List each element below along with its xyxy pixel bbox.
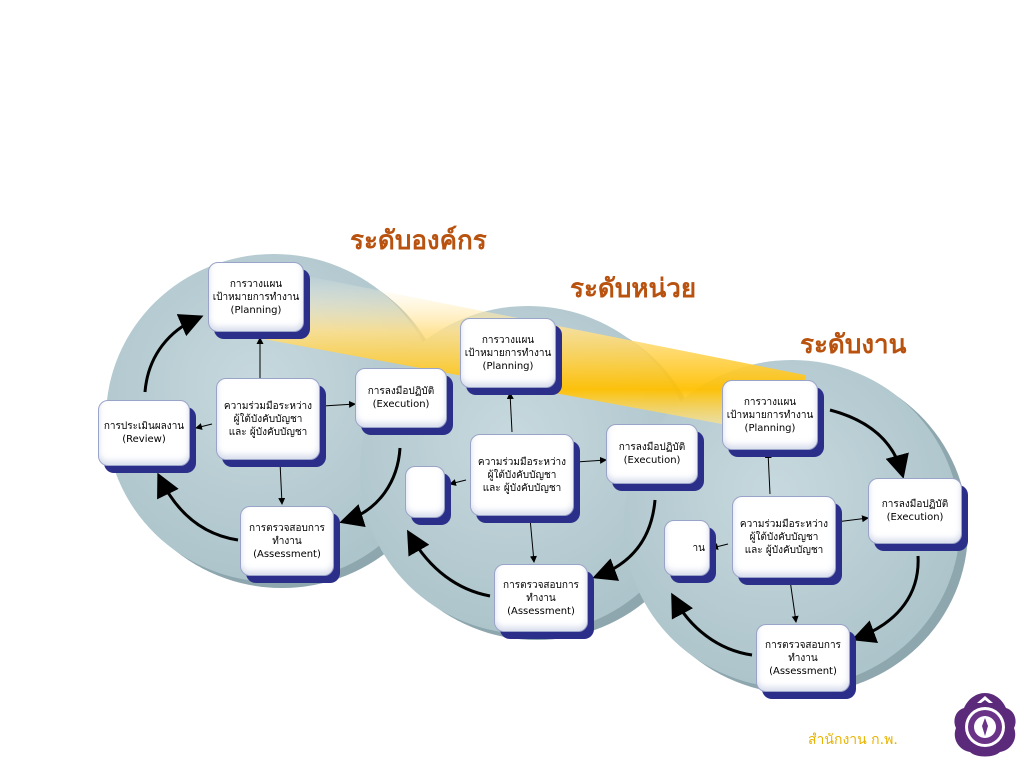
planning-box-level-3: การวางแผน เป้าหมายการทำงาน (Planning) (722, 380, 824, 457)
execution-text-line: (Execution) (886, 512, 944, 523)
planning-text-line: การวางแผน (229, 278, 283, 290)
assessment-text-line: (Assessment) (769, 665, 837, 677)
center-text-line: และ ผู้บังคับบัญชา (228, 426, 308, 438)
planning-text-line: (Planning) (230, 304, 282, 316)
level-title-unit: ระดับหน่วย (570, 274, 697, 304)
center-text-line: ผู้ใต้บังคับบัญชา (487, 469, 557, 481)
planning-box-level-1: การวางแผน เป้าหมายการทำงาน (Planning) (208, 262, 310, 339)
cycle-arrows-level-3 (671, 408, 920, 657)
center-text-line: และ ผู้บังคับบัญชา (744, 544, 824, 556)
center-box-level-2: ความร่วมมือระหว่าง ผู้ใต้บังคับบัญชา และ… (470, 434, 580, 523)
review-partial-text: าน (692, 542, 705, 554)
assessment-text-line: ทำงาน (272, 535, 302, 547)
planning-text-line: การวางแผน (743, 396, 797, 408)
center-text-line: ความร่วมมือระหว่าง (739, 518, 829, 530)
planning-text-line: (Planning) (482, 360, 534, 372)
ocsc-seal-icon (954, 693, 1016, 757)
planning-text-line: การวางแผน (481, 334, 535, 346)
planning-box-level-2: การวางแผน เป้าหมายการทำงาน (Planning) (460, 318, 562, 395)
center-text-line: และ ผู้บังคับบัญชา (482, 482, 562, 494)
cycle-arrows-level-1 (143, 314, 402, 542)
center-box-level-1: ความร่วมมือระหว่าง ผู้ใต้บังคับบัญชา และ… (216, 378, 326, 467)
execution-text-line: (Execution) (372, 399, 430, 410)
assessment-box-level-2: การตรวจสอบการ ทำงาน (Assessment) (494, 564, 594, 639)
review-box-level-3-partial: าน (664, 520, 716, 583)
assessment-text-line: (Assessment) (253, 548, 321, 560)
cycle-arrows-level-2 (407, 499, 657, 598)
center-text-line: ความร่วมมือระหว่าง (223, 400, 313, 412)
assessment-text-line: การตรวจสอบการ (765, 639, 841, 651)
execution-text-line: การลงมือปฏิบัติ (367, 386, 435, 397)
execution-box-level-3: การลงมือปฏิบัติ (Execution) (868, 478, 968, 551)
assessment-text-line: ทำงาน (788, 652, 818, 664)
center-text-line: ความร่วมมือระหว่าง (477, 456, 567, 468)
planning-text-line: (Planning) (744, 422, 796, 434)
execution-box-level-2: การลงมือปฏิบัติ (Execution) (606, 424, 704, 491)
planning-text-line: เป้าหมายการทำงาน (464, 347, 552, 359)
execution-box-level-1: การลงมือปฏิบัติ (Execution) (355, 368, 453, 435)
planning-text-line: เป้าหมายการทำงาน (212, 291, 300, 303)
inner-arrows-level-2 (449, 392, 607, 563)
footer-organization: สำนักงาน ก.พ. (808, 732, 898, 748)
inner-arrows-level-1 (195, 337, 356, 505)
assessment-text-line: การตรวจสอบการ (249, 522, 325, 534)
assessment-box-level-1: การตรวจสอบการ ทำงาน (Assessment) (240, 506, 340, 583)
review-box-level-2-partial (405, 466, 451, 525)
execution-text-line: การลงมือปฏิบัติ (881, 499, 949, 510)
assessment-box-level-3: การตรวจสอบการ ทำงาน (Assessment) (756, 624, 856, 699)
review-text-line: (Review) (122, 434, 166, 445)
level-title-job: ระดับงาน (800, 330, 907, 360)
center-box-level-3: ความร่วมมือระหว่าง ผู้ใต้บังคับบัญชา และ… (732, 496, 842, 585)
review-box-level-1: การประเมินผลงาน (Review) (98, 400, 196, 473)
center-text-line: ผู้ใต้บังคับบัญชา (749, 531, 819, 543)
review-text-line: การประเมินผลงาน (103, 421, 185, 432)
assessment-text-line: (Assessment) (507, 605, 575, 617)
execution-text-line: (Execution) (623, 455, 681, 466)
assessment-text-line: การตรวจสอบการ (503, 579, 579, 591)
assessment-text-line: ทำงาน (526, 592, 556, 604)
level-title-organization: ระดับองค์กร (350, 226, 487, 256)
center-text-line: ผู้ใต้บังคับบัญชา (233, 413, 303, 425)
planning-text-line: เป้าหมายการทำงาน (726, 409, 814, 421)
execution-text-line: การลงมือปฏิบัติ (618, 442, 686, 453)
